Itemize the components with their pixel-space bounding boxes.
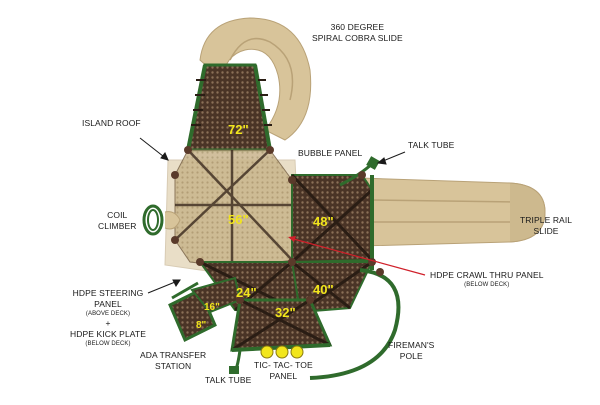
- deck-72: [186, 63, 272, 152]
- height-label-lower-left: 24": [236, 285, 257, 300]
- talk-tube-top-label: TALK TUBE: [408, 140, 455, 150]
- height-label-lower-right: 40": [313, 282, 334, 297]
- height-label-center: 56": [228, 212, 249, 227]
- height-label-bottom: 32": [275, 305, 296, 320]
- tic-tac-toe-panel: [260, 345, 304, 359]
- coil-climber: [142, 204, 181, 236]
- crawl-thru-callout: [288, 236, 426, 276]
- deck-48: [290, 173, 374, 270]
- crawl-thru-panel-label: HDPE CRAWL THRU PANEL (BELOW DECK): [430, 270, 544, 288]
- ada-transfer-station: [168, 276, 242, 343]
- deck-56: [174, 149, 293, 269]
- bubble-panel-label: BUBBLE PANEL: [298, 148, 363, 158]
- height-label-ada: 8": [196, 320, 207, 331]
- triple-rail-slide: [359, 177, 546, 247]
- callout-lines: [139, 137, 406, 294]
- talk-tube-bottom: [229, 349, 242, 374]
- spiral-cobra-slide: [199, 17, 312, 141]
- height-label-step: 16": [204, 302, 220, 313]
- firemans-pole: [309, 268, 401, 380]
- island-roof-label: ISLAND ROOF: [82, 118, 141, 128]
- talk-tube-bottom-label: TALK TUBE: [205, 375, 252, 385]
- height-label-right: 48": [313, 214, 334, 229]
- height-label-top: 72": [228, 122, 249, 137]
